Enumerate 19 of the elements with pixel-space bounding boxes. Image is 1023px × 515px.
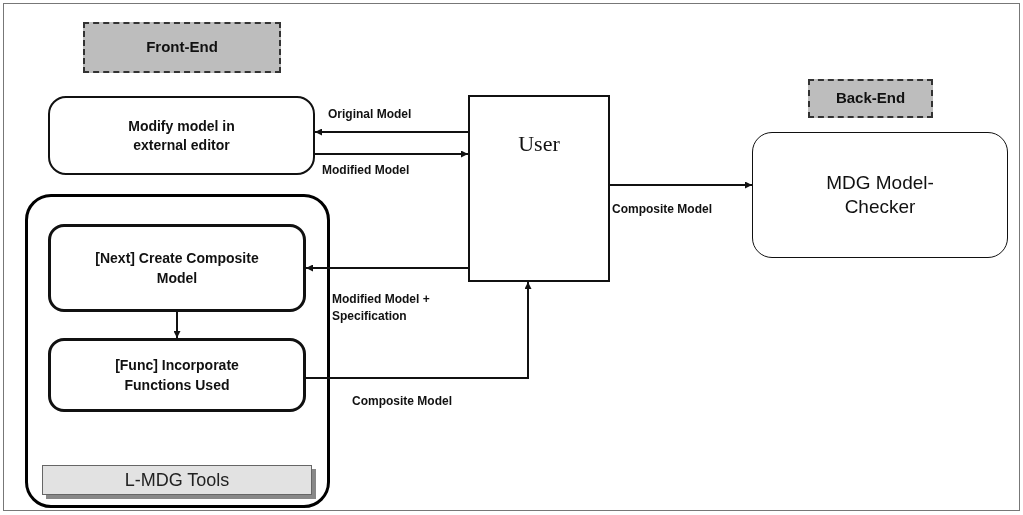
section-label: Back-End (808, 79, 933, 118)
arrow (173, 311, 181, 339)
arrow (305, 281, 532, 379)
process-box: [Next] Create Composite Model (48, 224, 306, 312)
group-container (25, 194, 330, 508)
edge-label: Original Model (328, 106, 413, 123)
arrow (314, 150, 469, 158)
edge-label: Modified Model (322, 162, 411, 179)
actor-box: User (468, 95, 610, 282)
arrow (305, 264, 469, 272)
process-box: [Func] Incorporate Functions Used (48, 338, 306, 412)
edge-label: Composite Model (612, 201, 713, 218)
arrow (609, 181, 753, 189)
section-label: Front-End (83, 22, 281, 73)
edge-label: Composite Model (352, 393, 453, 410)
arrow (314, 128, 469, 136)
process-box: MDG Model-Checker (752, 132, 1008, 258)
process-box: Modify model in external editor (48, 96, 315, 175)
edge-label: Modified Model + Specification (332, 291, 431, 325)
